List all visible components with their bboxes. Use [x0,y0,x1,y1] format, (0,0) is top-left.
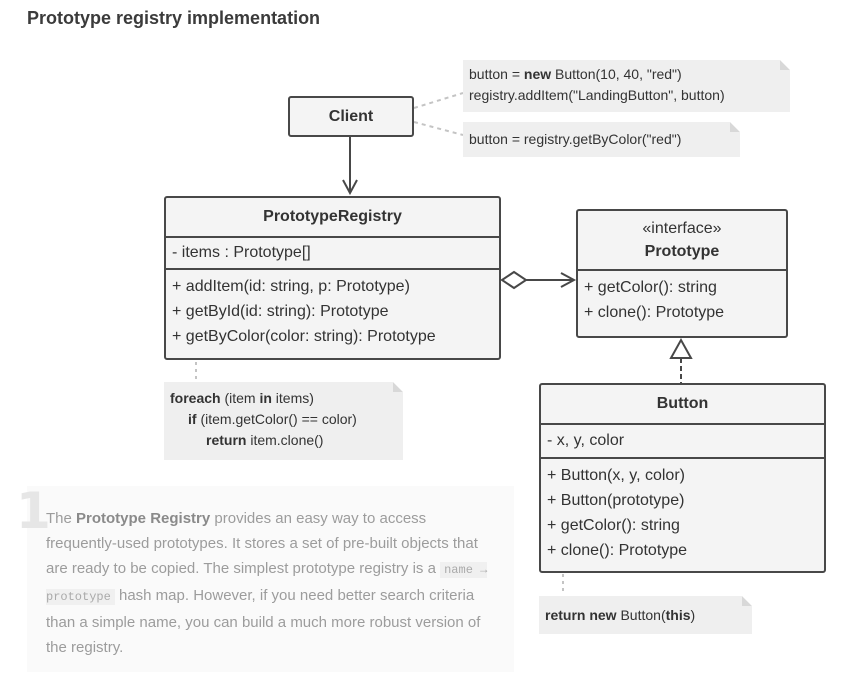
button-methods: + Button(x, y, color) + Button(prototype… [541,457,824,567]
aggregation-diamond [500,270,528,290]
prototype-name: Prototype [644,243,720,260]
client-note-2-link [413,121,464,136]
prototype-methods: + getColor(): string + clone(): Prototyp… [578,269,786,329]
step-number: 1 [16,482,51,540]
prototype-stereotype: «interface» [642,220,722,237]
aggregation-arrowhead [560,272,577,288]
button-class-name: Button [656,395,709,412]
registry-class: PrototypeRegistry - items : Prototype[] … [164,196,501,360]
implements-triangle [669,337,693,359]
client-note-1-link [413,92,464,109]
button-fields: - x, y, color [541,423,824,457]
client-registry-arrowhead [342,179,358,196]
description-panel: 1 The Prototype Registry provides an eas… [16,482,514,672]
registry-class-name: PrototypeRegistry [263,208,402,225]
description-text: The Prototype Registry provides an easy … [46,510,488,656]
client-note-get: button = registry.getByColor("red") [463,122,740,157]
button-class: Button - x, y, color + Button(x, y, colo… [539,383,826,573]
registry-methods: + addItem(id: string, p: Prototype) + ge… [166,268,499,353]
note-fold-icon [393,382,403,392]
client-class: Client [288,96,414,137]
note-fold-icon [780,60,790,70]
client-note-add: button = new Button(10, 40, "red") regis… [463,60,790,112]
button-note: return new Button(this) [539,596,752,634]
note-fold-icon [730,122,740,132]
registry-fields: - items : Prototype[] [166,236,499,268]
client-class-name: Client [328,108,374,125]
registry-note: foreach (item in items) if (item.getColo… [164,382,403,460]
prototype-interface: «interface» Prototype + getColor(): stri… [576,209,788,338]
page-title: Prototype registry implementation [27,8,321,28]
note-fold-icon [742,596,752,606]
